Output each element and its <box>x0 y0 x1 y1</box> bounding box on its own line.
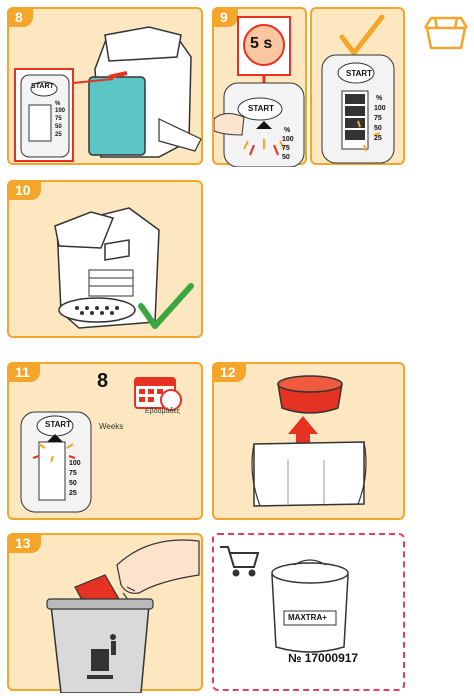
level-50: 50 <box>55 124 62 130</box>
level-75: 75 <box>282 145 290 152</box>
step-number: 8 <box>7 7 33 27</box>
step-12-panel: 12 <box>212 362 405 520</box>
weeks-reset-illustration <box>20 377 182 513</box>
dispose-cartridge-illustration <box>46 539 200 693</box>
level-75: 75 <box>69 470 77 477</box>
level-100: 100 <box>69 460 81 467</box>
check-icon <box>138 283 194 329</box>
step-number: 11 <box>7 362 40 382</box>
step-9-result-panel: START % 100 75 50 25 <box>310 7 405 165</box>
part-number: № 17000917 <box>288 651 359 665</box>
remove-cartridge-illustration <box>251 375 367 507</box>
step-11-panel: 11 8 Εβδομάδες Weeks START 100 75 50 25 <box>7 362 203 520</box>
step-number: 10 <box>7 180 41 200</box>
level-75: 75 <box>55 116 62 122</box>
level-100: 100 <box>282 136 294 143</box>
coffee-machine-illustration <box>14 26 202 162</box>
trash-bin-icon <box>87 634 116 679</box>
level-100: 100 <box>55 108 66 114</box>
replacement-cartridge-illustration <box>220 546 349 653</box>
full-display-illustration <box>321 14 395 164</box>
level-100: 100 <box>374 105 386 112</box>
timer-label: 5 s <box>250 35 273 52</box>
percent-sign: % <box>376 95 383 102</box>
step-number: 9 <box>212 7 238 27</box>
start-label: START <box>248 104 275 113</box>
replacement-product-panel: MAXTRA+ № 17000917 <box>212 533 405 691</box>
shopping-cart-icon <box>220 546 260 577</box>
coffee-machine-ready-illustration <box>54 207 194 329</box>
level-25: 25 <box>69 490 77 497</box>
start-label: START <box>346 69 373 78</box>
step-number: 13 <box>7 533 41 553</box>
step-10-panel: 10 <box>7 180 203 338</box>
level-25: 25 <box>55 132 62 138</box>
step-9-panel: 9 5 s START % 100 75 50 <box>212 7 307 167</box>
weeks-label: Weeks <box>99 422 124 431</box>
start-label: START <box>31 83 54 90</box>
level-50: 50 <box>69 480 77 487</box>
step-8-panel: 8 START % 100 75 50 25 <box>7 7 203 165</box>
press-start-illustration <box>214 16 305 167</box>
weeks-count: 8 <box>97 370 109 392</box>
percent-sign: % <box>284 127 291 134</box>
start-label: START <box>45 420 72 429</box>
check-icon <box>339 14 385 58</box>
calendar-icon <box>134 377 182 411</box>
brand-label: MAXTRA+ <box>288 613 327 622</box>
level-75: 75 <box>374 115 382 122</box>
level-25: 25 <box>374 135 382 142</box>
level-50: 50 <box>282 154 290 161</box>
percent-sign: % <box>55 101 61 107</box>
level-50: 50 <box>374 125 382 132</box>
step-13-panel: 13 <box>7 533 203 693</box>
calendar-label: Εβδομάδες <box>145 408 180 415</box>
step-number: 12 <box>212 362 246 382</box>
